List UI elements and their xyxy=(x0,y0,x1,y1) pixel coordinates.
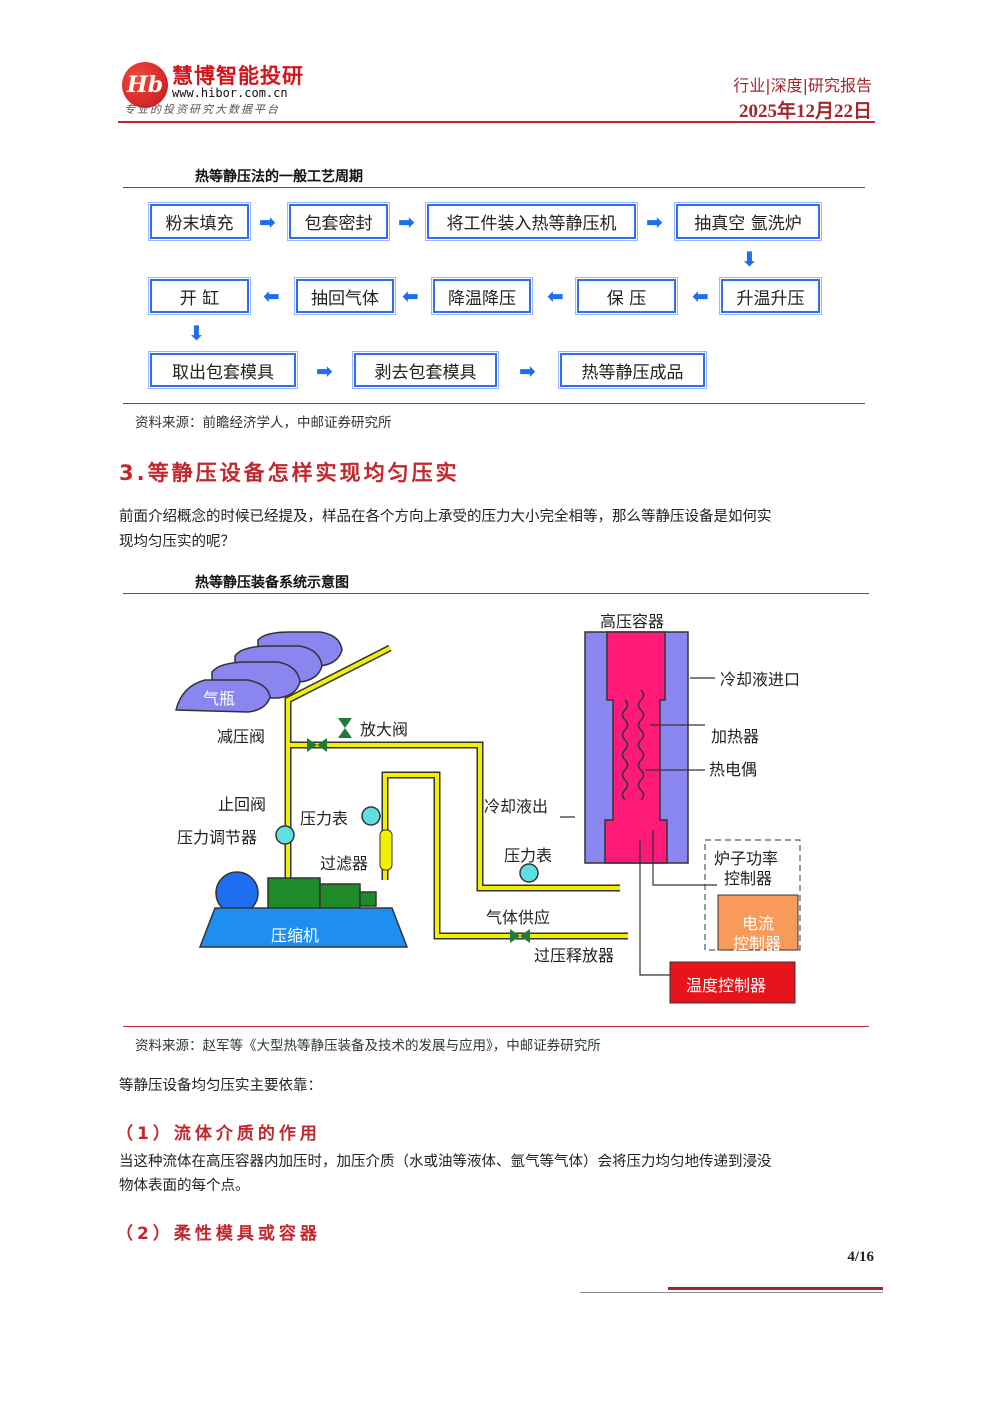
temp-controller-box xyxy=(669,961,796,1004)
flow-step: 剥去包套模具 xyxy=(352,351,499,389)
logo-mark: Hb xyxy=(122,62,168,108)
flow-step: 粉末填充 xyxy=(148,202,251,241)
label-coolant-out: 冷却液出 xyxy=(484,797,549,816)
brand-slogan: 专业的投资研究大数据平台 xyxy=(124,103,280,116)
label-reducing-valve: 减压阀 xyxy=(217,727,266,746)
figure2-bottom-rule xyxy=(123,1026,869,1027)
section-intro: 前面介绍概念的时候已经提及，样品在各个方向上承受的压力大小完全相等，那么等静压设… xyxy=(119,509,772,525)
valve-icons xyxy=(307,718,530,943)
figure1-source: 资料来源：前瞻经济学人，中邮证券研究所 xyxy=(135,415,392,431)
page-number: 4/16 xyxy=(847,1249,874,1265)
label-release-valve: 放大阀 xyxy=(360,720,409,739)
arrow-right-icon: ➡ xyxy=(398,210,415,234)
arrow-down-icon: ⬇ xyxy=(188,321,205,345)
flow-step: 抽回气体 xyxy=(294,277,396,315)
subheading-1: （1）流体介质的作用 xyxy=(116,1124,321,1144)
flow-step: 保 压 xyxy=(575,277,678,315)
section-heading: 3.等静压设备怎样实现均匀压实 xyxy=(119,461,460,485)
figure1-title: 热等静压法的一般工艺周期 xyxy=(195,169,363,185)
label-vessel: 高压容器 xyxy=(600,612,665,631)
pressure-vessel xyxy=(584,631,689,864)
arrow-left-icon: ⬅ xyxy=(692,284,709,308)
arrow-right-icon: ➡ xyxy=(316,359,333,383)
label-regulator: 压力调节器 xyxy=(177,828,258,847)
label-coolant-in: 冷却液进口 xyxy=(720,670,801,689)
label-current-ctrl: 电流 xyxy=(742,914,775,933)
figure2-title: 热等静压装备系统示意图 xyxy=(195,575,349,591)
brand-name: 慧博智能投研 xyxy=(172,64,304,88)
label-temp-ctrl: 温度控制器 xyxy=(686,976,767,995)
report-category: 行业|深度|研究报告 xyxy=(733,76,872,95)
paragraph-1: 当这种流体在高压容器内加压时，加压介质（水或油等液体、氩气等气体）会将压力均匀地… xyxy=(119,1154,772,1170)
label-heater: 加热器 xyxy=(711,727,760,746)
body-lead: 等静压设备均匀压实主要依靠： xyxy=(119,1078,322,1094)
figure1-top-rule xyxy=(123,187,865,188)
label-current-ctrl-2: 控制器 xyxy=(733,934,782,953)
label-filter: 过滤器 xyxy=(320,854,369,873)
label-thermocouple: 热电偶 xyxy=(709,760,758,779)
footer-rule xyxy=(580,1292,883,1293)
label-compressor: 压缩机 xyxy=(271,926,320,945)
flow-step: 降温降压 xyxy=(431,277,533,315)
label-overpressure: 过压释放器 xyxy=(534,946,615,965)
paragraph-1-cont: 物体表面的每个点。 xyxy=(119,1178,250,1194)
arrow-left-icon: ⬅ xyxy=(263,284,280,308)
arrow-right-icon: ➡ xyxy=(519,359,536,383)
label-gauge-left: 压力表 xyxy=(300,809,349,828)
arrow-left-icon: ⬅ xyxy=(547,284,564,308)
filter-icon xyxy=(379,829,393,871)
flow-step: 包套密封 xyxy=(287,202,390,241)
label-furnace-power: 炉子功率 xyxy=(714,849,779,868)
label-gauge-right: 压力表 xyxy=(504,846,553,865)
arrow-down-icon: ⬇ xyxy=(741,247,758,271)
flow-step: 升温升压 xyxy=(719,277,822,315)
label-gas-supply: 气体供应 xyxy=(486,908,551,927)
figure2-top-rule xyxy=(123,593,869,594)
report-date: 2025年12月22日 xyxy=(738,101,872,122)
figure1-bottom-rule xyxy=(123,403,865,404)
label-cylinder: 气瓶 xyxy=(203,689,236,708)
current-controller-box xyxy=(717,894,799,951)
header-divider xyxy=(118,121,875,123)
label-check-valve: 止回阀 xyxy=(218,795,267,814)
figure2-source: 资料来源：赵军等《大型热等静压装备及技术的发展与应用》，中邮证券研究所 xyxy=(135,1038,601,1054)
compressor-icon xyxy=(198,871,409,948)
arrow-right-icon: ➡ xyxy=(259,210,276,234)
subheading-2: （2）柔性模具或容器 xyxy=(116,1224,321,1244)
flow-step: 热等静压成品 xyxy=(558,351,707,389)
section-intro-cont: 现均匀压实的呢？ xyxy=(119,534,235,550)
control-wires xyxy=(560,677,717,976)
arrow-left-icon: ⬅ xyxy=(402,284,419,308)
flow-step: 将工件装入热等静压机 xyxy=(425,202,638,241)
brand-url: www.hibor.com.cn xyxy=(172,86,288,100)
pressure-gauges xyxy=(275,806,539,883)
flow-step: 开 缸 xyxy=(148,277,251,315)
footer-accent-rule xyxy=(668,1287,883,1290)
label-furnace-power-2: 控制器 xyxy=(724,869,773,888)
gas-cylinders xyxy=(175,631,343,713)
arrow-right-icon: ➡ xyxy=(646,210,663,234)
flow-step: 取出包套模具 xyxy=(148,351,298,389)
flow-step: 抽真空 氩洗炉 xyxy=(674,202,822,241)
